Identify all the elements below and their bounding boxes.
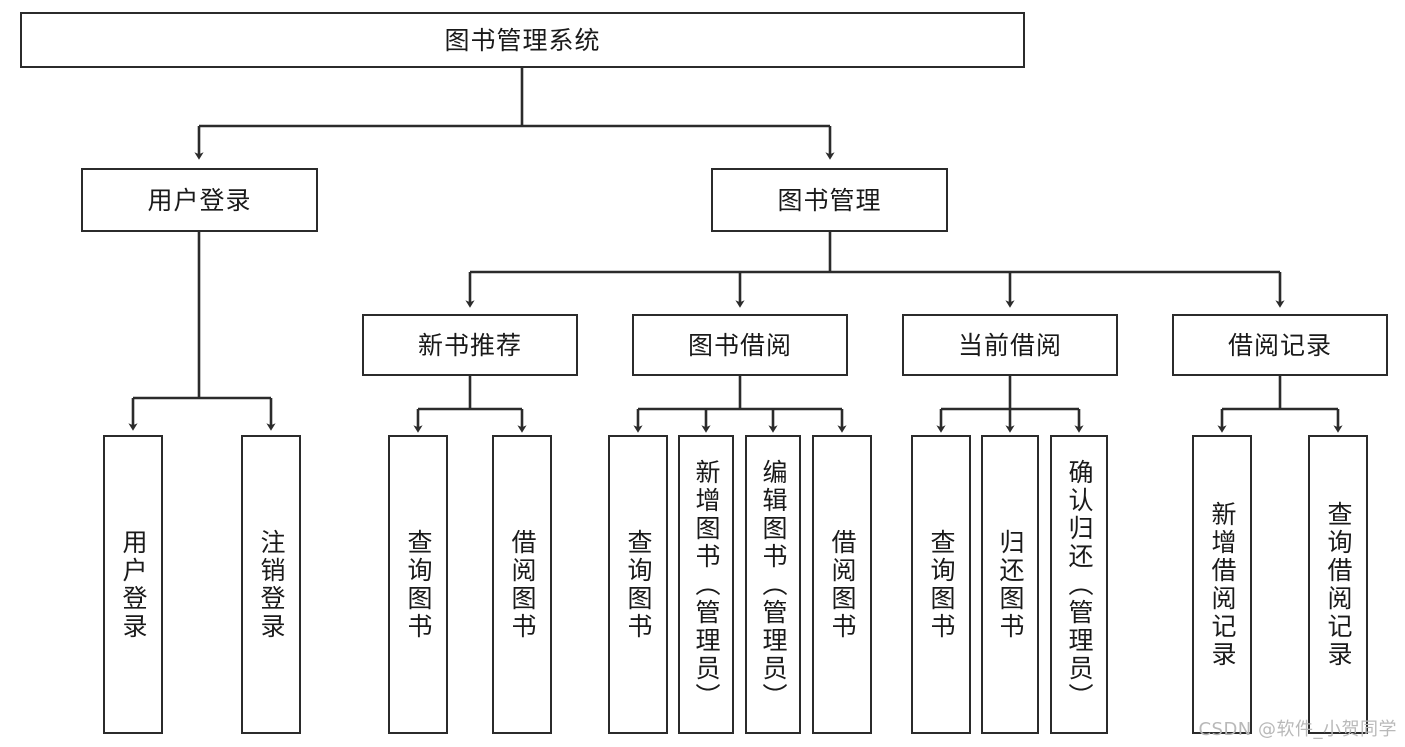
leaf-user-login[interactable]: 用户登录	[103, 435, 163, 734]
node-label: 查询图书	[624, 528, 653, 641]
node-label: 确认归还（管理员）	[1065, 458, 1094, 711]
leaf-query-book-current[interactable]: 查询图书	[911, 435, 971, 734]
node-label: 图书借阅	[687, 330, 792, 360]
node-label: 当前借阅	[957, 330, 1062, 360]
node-current-borrow[interactable]: 当前借阅	[902, 314, 1118, 376]
node-book-borrow[interactable]: 图书借阅	[632, 314, 848, 376]
node-label: 图书管理	[777, 185, 882, 215]
node-user-login[interactable]: 用户登录	[81, 168, 318, 232]
node-label: 借阅图书	[508, 528, 537, 641]
node-label: 用户登录	[119, 528, 148, 641]
node-book-management[interactable]: 图书管理	[711, 168, 948, 232]
node-label: 新书推荐	[417, 330, 522, 360]
node-label: 新增借阅记录	[1208, 500, 1237, 669]
node-label: 图书管理系统	[444, 25, 601, 55]
leaf-query-book-recommend[interactable]: 查询图书	[388, 435, 448, 734]
node-label: 用户登录	[147, 185, 252, 215]
node-label: 借阅图书	[828, 528, 857, 641]
node-root-system[interactable]: 图书管理系统	[20, 12, 1025, 68]
node-borrow-record[interactable]: 借阅记录	[1172, 314, 1388, 376]
leaf-return-book[interactable]: 归还图书	[981, 435, 1039, 734]
leaf-borrow-book[interactable]: 借阅图书	[812, 435, 872, 734]
leaf-query-borrow-record[interactable]: 查询借阅记录	[1308, 435, 1368, 734]
leaf-edit-book[interactable]: 编辑图书（管理员）	[745, 435, 801, 734]
node-label: 注销登录	[257, 528, 286, 641]
node-label: 编辑图书（管理员）	[759, 458, 788, 711]
leaf-logout[interactable]: 注销登录	[241, 435, 301, 734]
leaf-query-book-borrow[interactable]: 查询图书	[608, 435, 668, 734]
node-label: 借阅记录	[1227, 330, 1332, 360]
leaf-borrow-book-recommend[interactable]: 借阅图书	[492, 435, 552, 734]
leaf-confirm-return[interactable]: 确认归还（管理员）	[1050, 435, 1108, 734]
node-label: 查询图书	[927, 528, 956, 641]
node-label: 归还图书	[996, 528, 1025, 641]
node-label: 新增图书（管理员）	[692, 458, 721, 711]
leaf-add-book[interactable]: 新增图书（管理员）	[678, 435, 734, 734]
node-label: 查询借阅记录	[1324, 500, 1353, 669]
node-label: 查询图书	[404, 528, 433, 641]
leaf-add-borrow-record[interactable]: 新增借阅记录	[1192, 435, 1252, 734]
node-new-book-recommend[interactable]: 新书推荐	[362, 314, 578, 376]
watermark-text: CSDN @软件_小贺同学	[1198, 719, 1397, 740]
